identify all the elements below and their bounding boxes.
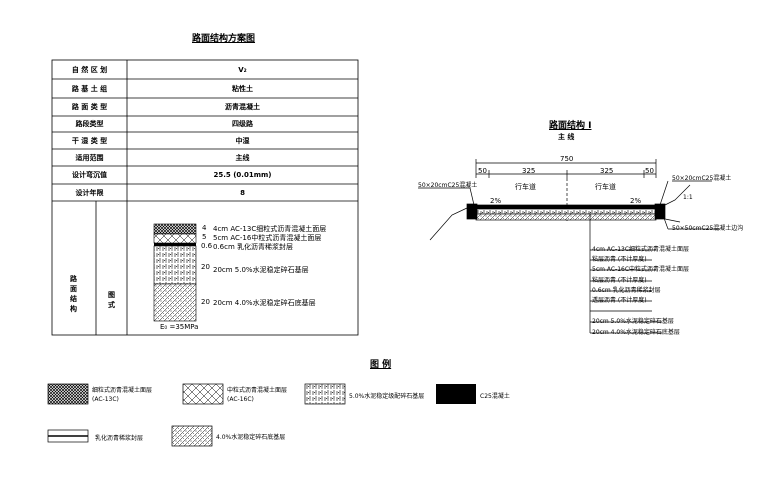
layer-desc: 4cm AC-13C细粒式沥青混凝土面层: [213, 225, 327, 233]
layer-thickness: 20: [201, 263, 210, 271]
total-width: 750: [560, 155, 574, 163]
row-label: 适用范围: [75, 153, 104, 162]
row-label: 路 面 类 型: [71, 103, 108, 111]
section-subtitle: 主 线: [558, 133, 575, 141]
layer-note: 20cm 4.0%水泥稳定碎石底基层: [592, 329, 680, 336]
row-value: 主线: [235, 153, 250, 162]
left-margin: 50: [478, 167, 487, 175]
layer-note: 0.6cm 乳化沥青稀浆封层: [592, 287, 661, 294]
lane-label-right: 行车道: [595, 183, 616, 191]
lane-width-right: 325: [600, 167, 614, 175]
legend-label: C25混凝土: [480, 393, 510, 400]
curb-left-label: 50×20cmC25混凝土: [418, 182, 478, 189]
slope-left: 2%: [490, 197, 502, 205]
row-label: 设计弯沉值: [72, 171, 107, 179]
seal-layer-line-icon: [47, 429, 89, 443]
cement-base-hatch-icon: [304, 383, 346, 405]
row-value: V₂: [238, 65, 247, 74]
concrete-fill-icon: [436, 384, 476, 404]
row-value: 沥青混凝土: [225, 103, 260, 111]
legend-label: 细粒式沥青混凝土面层 (AC-13C): [92, 387, 153, 403]
layer-note: 5cm AC-16C中粒式沥青混凝土面层: [592, 266, 690, 273]
row-label: 路段类型: [75, 120, 104, 128]
layer-desc: 0.6cm 乳化沥青稀浆封层: [213, 243, 294, 251]
row-value: 8: [240, 188, 245, 197]
layer-thickness: 5: [202, 233, 207, 241]
row-label: 自 然 区 划: [71, 65, 108, 74]
legend-swatches: [47, 383, 476, 447]
layer-desc: 20cm 5.0%水泥稳定碎石基层: [213, 266, 309, 274]
legend-title: 图 例: [370, 360, 392, 370]
layer-column: [153, 223, 197, 322]
lane-label-left: 行车道: [515, 183, 536, 191]
layer-note: 20cm 5.0%水泥稳定碎石基层: [592, 318, 674, 325]
row-value: 四级路: [232, 120, 253, 128]
row-label: 路 基 土 组: [71, 84, 108, 93]
legend-label: 4.0%水泥稳定碎石底基层: [216, 434, 286, 441]
lane-width-left: 325: [522, 167, 536, 175]
row-value: 25.5 (0.01mm): [213, 171, 272, 179]
main-title: 路面结构方案图: [192, 34, 256, 44]
layer-desc: 5cm AC-16中粒式沥青混凝土面层: [213, 234, 322, 242]
legend-label: 5.0%水泥稳定级配碎石基层: [349, 393, 425, 400]
row-value: 中湿: [235, 136, 250, 145]
layer-note: 透层沥青 (不计厚度): [592, 297, 647, 304]
medium-asphalt-hatch-icon: [182, 383, 224, 405]
side-slope-label: 1:1: [683, 194, 693, 201]
layer-note: 粘层沥青 (不计厚度): [592, 256, 647, 263]
layer-thickness: 0.6: [201, 242, 213, 250]
layer-note: 4cm AC-13C细粒式沥青混凝土面层: [592, 246, 690, 253]
row-label: 设计年限: [75, 188, 104, 197]
slope-right: 2%: [630, 197, 642, 205]
right-margin: 50: [645, 167, 654, 175]
layer-thickness: 4: [202, 224, 207, 232]
spec-table: [51, 59, 359, 336]
ditch-label: 50×50cmC25混凝土边沟: [672, 225, 744, 232]
diagram-label: 图 式: [108, 291, 115, 309]
layer-thickness: 20: [201, 298, 210, 306]
fine-asphalt-hatch-icon: [47, 383, 89, 405]
modulus-label: E₀ =35MPa: [160, 323, 199, 331]
layer-note: 粘层沥青 (不计厚度): [592, 277, 647, 284]
legend-label: 乳化沥青稀浆封层: [95, 435, 144, 442]
cross-section: [418, 159, 720, 334]
legend-label: 中粒式沥青混凝土面层 (AC-16C): [227, 387, 288, 403]
structure-label: 路 面 结 构: [70, 275, 77, 313]
subbase-hatch-icon: [171, 425, 213, 447]
curb-right-label: 50×20cmC25混凝土: [672, 175, 732, 182]
row-value: 粘性土: [232, 84, 253, 93]
layer-desc: 20cm 4.0%水泥稳定碎石底基层: [213, 299, 316, 307]
row-label: 干 湿 类 型: [71, 136, 108, 145]
section-title: 路面结构 I: [549, 121, 592, 131]
